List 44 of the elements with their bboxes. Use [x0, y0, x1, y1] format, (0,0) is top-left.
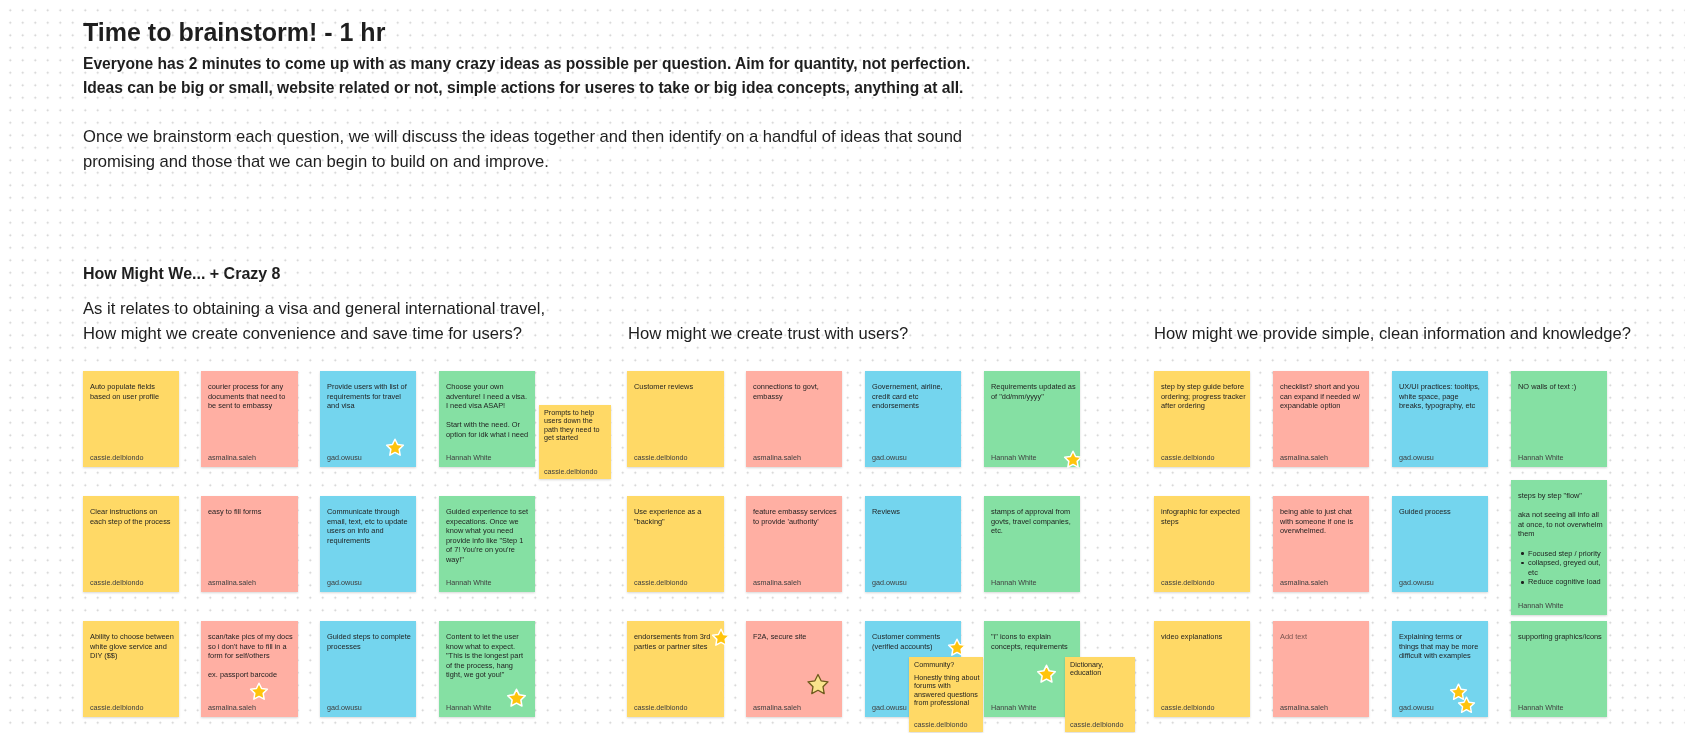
sticky-note	[201, 371, 298, 467]
sticky-note	[1154, 621, 1250, 717]
sticky-note	[320, 621, 416, 717]
sticky-note	[909, 657, 983, 732]
sticky-note	[984, 371, 1080, 467]
sticky-note	[1273, 371, 1369, 467]
instructions-text: Everyone has 2 minutes to come up with as many crazy ideas as possible per question. Aim for quantity, not perfection. Ideas can be big or small, website related or not, simple actions for useres to take or big idea concepts, anything at all.	[83, 54, 972, 98]
sticky-note	[83, 496, 179, 592]
sticky-note	[1065, 657, 1135, 732]
sticky-note	[746, 371, 842, 467]
question-heading: How might we provide simple, clean information and knowledge?	[1154, 323, 1631, 345]
sticky-note	[865, 371, 961, 467]
sticky-note	[1154, 496, 1250, 592]
sticky-note	[201, 496, 298, 592]
sticky-note	[1392, 621, 1488, 717]
sticky-note	[1511, 621, 1607, 717]
instructions-text: Once we brainstorm each question, we will discuss the ideas together and then identify on a handful of ideas that sound promising and those that we can begin to build on and improve.	[83, 126, 964, 173]
sticky-note	[1154, 371, 1250, 467]
sticky-note	[1392, 371, 1488, 467]
sticky-note	[539, 405, 611, 479]
sticky-note	[746, 496, 842, 592]
question-heading: How might we create trust with users?	[628, 323, 909, 345]
sticky-note	[865, 496, 961, 592]
sticky-note	[984, 496, 1080, 592]
page-title: Time to brainstorm! - 1 hr	[83, 17, 386, 48]
sticky-note	[83, 621, 179, 717]
sticky-note	[320, 371, 416, 467]
sticky-note	[627, 621, 724, 717]
sticky-note	[439, 621, 535, 717]
sticky-note	[201, 621, 298, 717]
sticky-note	[627, 496, 724, 592]
sticky-note	[439, 371, 535, 467]
question-heading: As it relates to obtaining a visa and general international travel, How might we create convenience and save time for users?	[83, 298, 547, 345]
sticky-note	[1392, 496, 1488, 592]
sticky-note	[439, 496, 535, 592]
sticky-note	[1511, 371, 1607, 467]
sticky-note	[746, 621, 842, 717]
section-heading: How Might We... + Crazy 8	[83, 264, 281, 284]
sticky-note	[1273, 621, 1369, 717]
sticky-note	[1273, 496, 1369, 592]
sticky-note	[320, 496, 416, 592]
sticky-note	[1511, 480, 1607, 615]
sticky-note	[83, 371, 179, 467]
sticky-note	[627, 371, 724, 467]
